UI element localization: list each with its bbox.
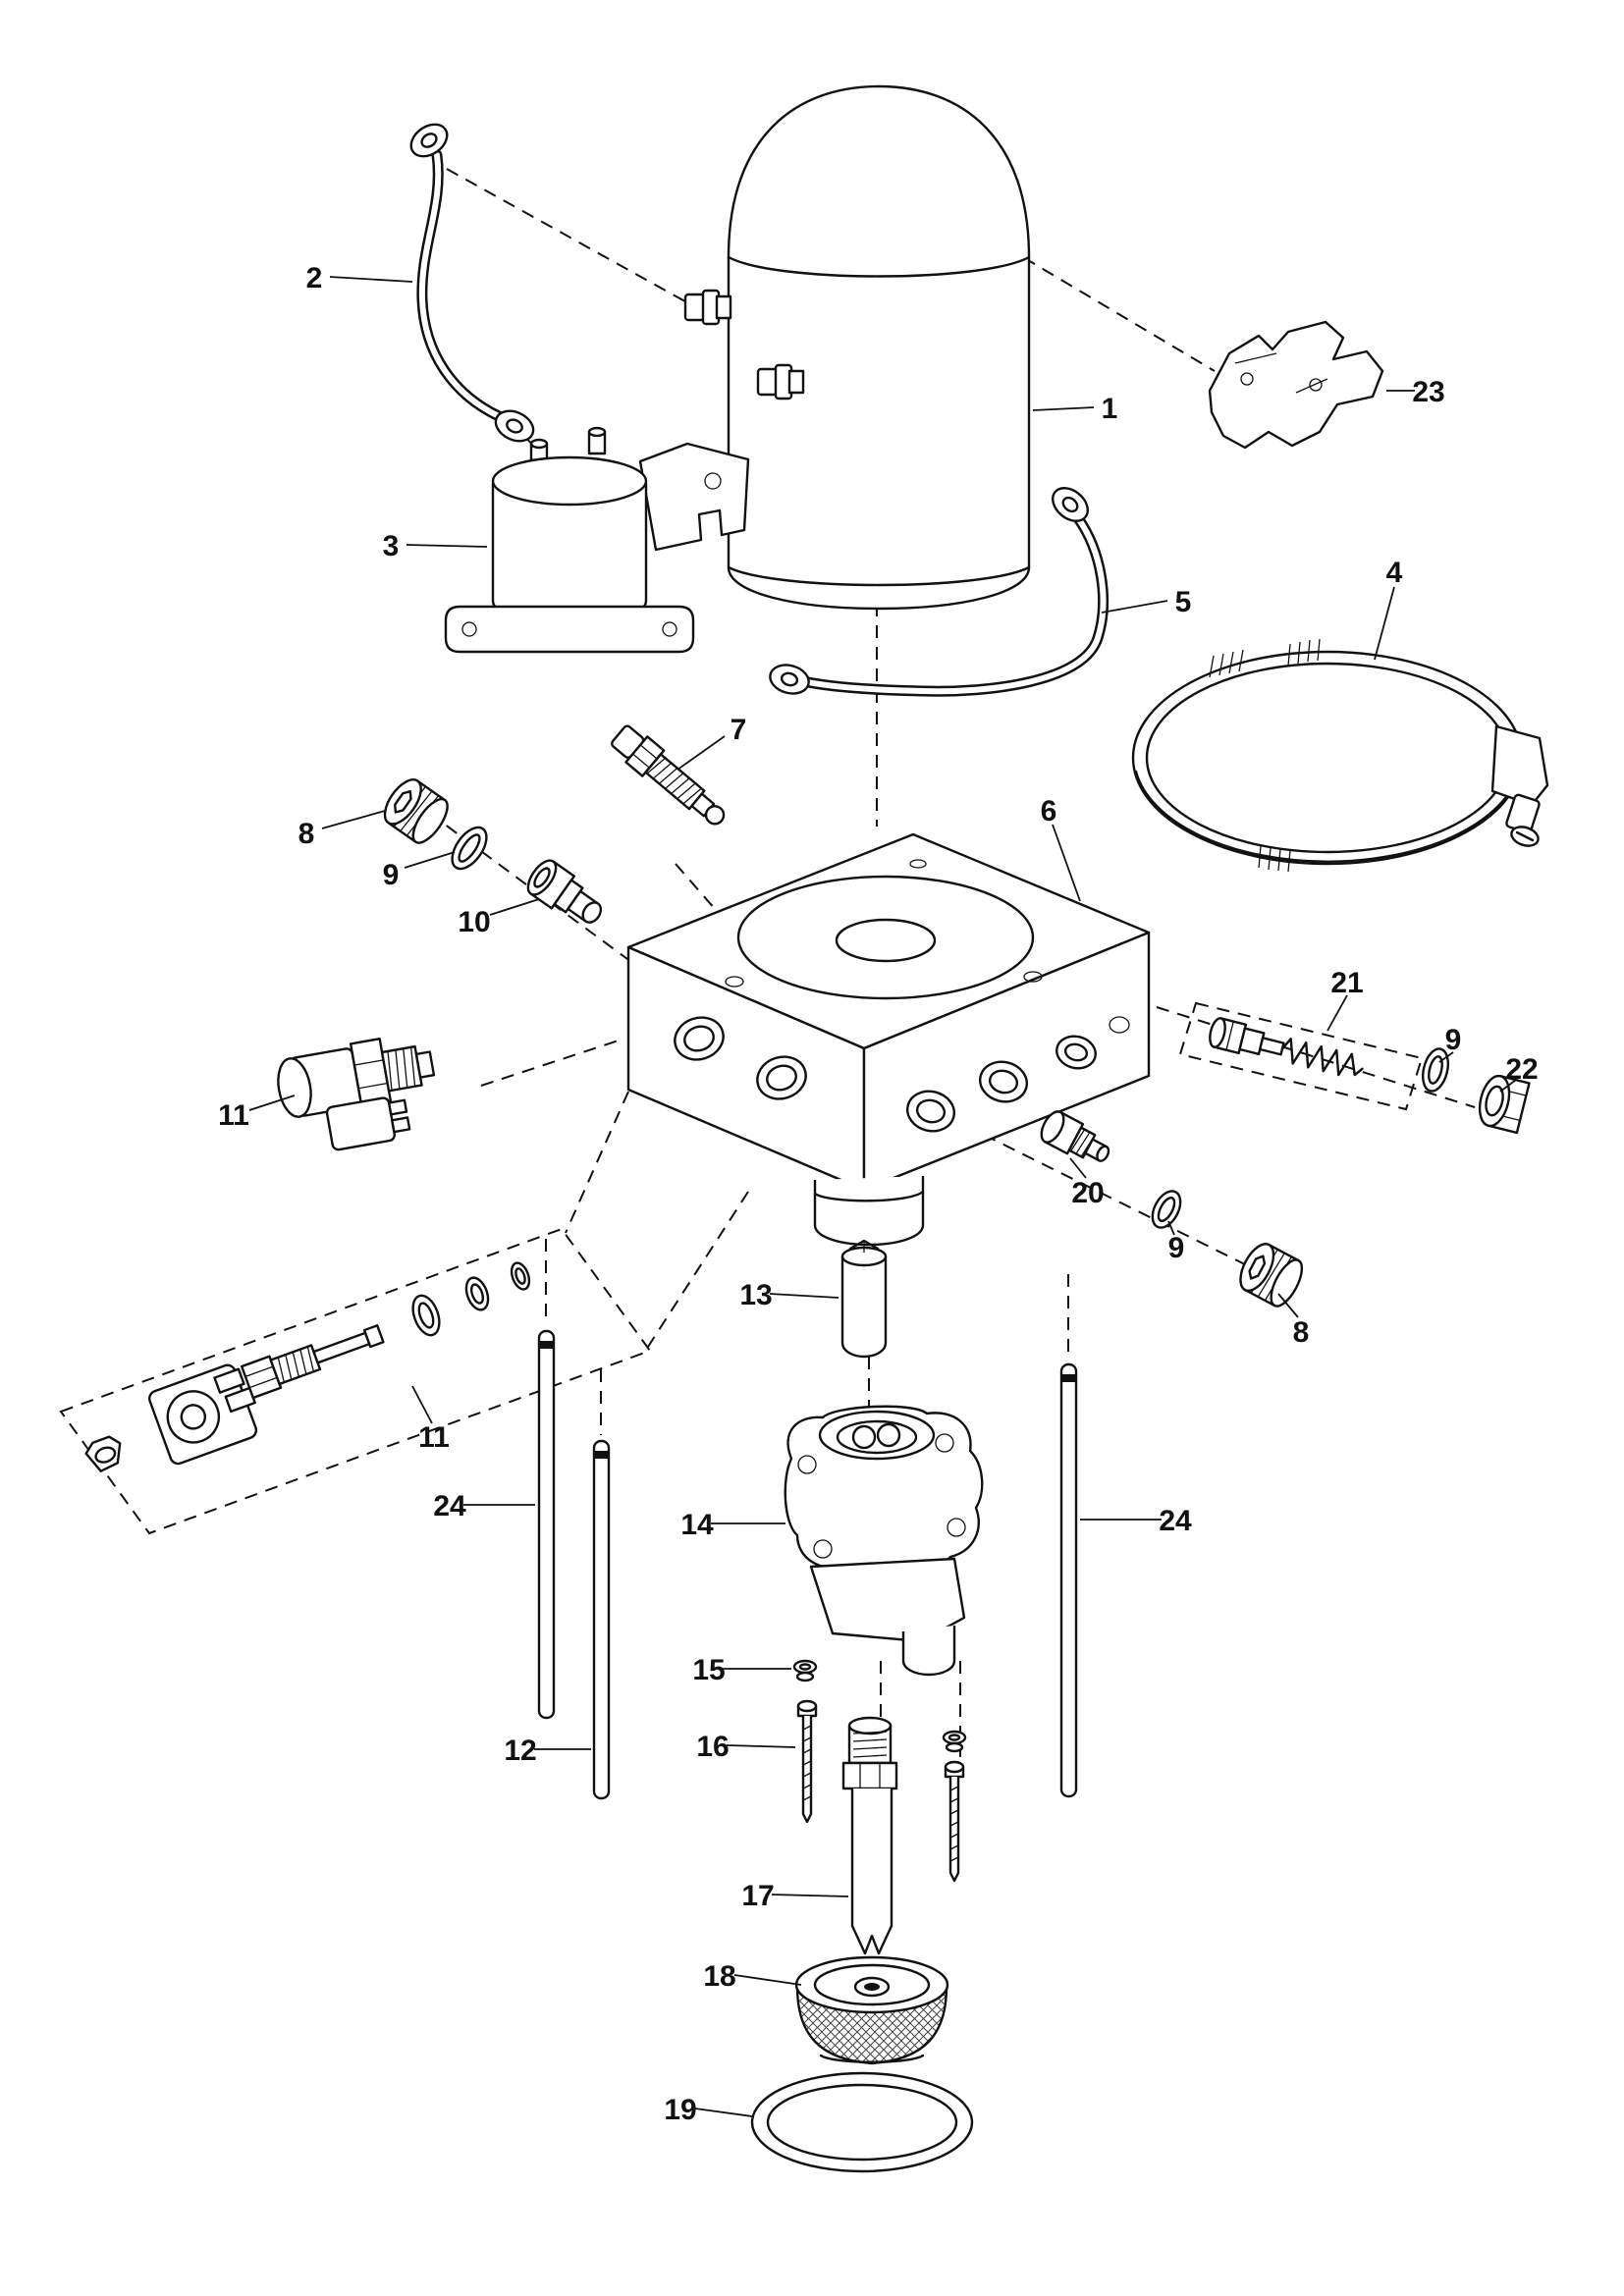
part-11-valve-assembly (59, 1227, 652, 1535)
callout-23: 23 (1412, 376, 1444, 408)
callout-15: 15 (692, 1654, 725, 1686)
part-20-fitting (1040, 1110, 1110, 1162)
callout-4: 4 (1386, 557, 1403, 589)
part-6-manifold (626, 832, 1151, 1247)
part-22-hex-plug (1478, 1074, 1531, 1135)
part-7-valve-fitting (611, 724, 726, 826)
part-16-screw (796, 1699, 818, 1824)
callout-9c: 9 (1168, 1232, 1185, 1264)
part-12-tube (592, 1439, 611, 1800)
part-24-tube-right (1059, 1362, 1078, 1798)
part-21-relief-valve (1178, 1001, 1424, 1111)
callout-17: 17 (741, 1880, 774, 1912)
part-18-filter (794, 1955, 949, 2065)
part-24-tube-left (537, 1329, 556, 1720)
callout-5: 5 (1175, 586, 1192, 618)
callout-3: 3 (383, 530, 400, 562)
part-11-solenoid-valve (277, 1037, 436, 1151)
assembly-coil (148, 1363, 258, 1466)
callout-16: 16 (696, 1731, 729, 1763)
part-16-screw-b (944, 1760, 965, 1883)
callout-10: 10 (458, 906, 490, 938)
callout-12: 12 (504, 1735, 536, 1767)
part-19-oring-large (750, 2071, 974, 2173)
callout-labels: 1 2 3 4 5 6 7 8 9 10 11 21 9 22 20 9 8 1… (218, 262, 1539, 2126)
callout-11b: 11 (418, 1421, 450, 1454)
motor-fitting-upper (683, 289, 732, 326)
part-2-battery-cable (409, 123, 535, 443)
callout-24b: 24 (1159, 1505, 1192, 1537)
callout-8b: 8 (1293, 1316, 1310, 1349)
callout-24a: 24 (433, 1490, 466, 1522)
part-23-bracket (1208, 320, 1384, 450)
part-13-coupler (840, 1239, 888, 1359)
callout-13: 13 (739, 1279, 772, 1311)
solenoid-bracket (638, 442, 750, 552)
assembly-nut (84, 1435, 122, 1472)
callout-22: 22 (1505, 1053, 1538, 1086)
callout-14: 14 (680, 1509, 714, 1541)
callout-6: 6 (1041, 795, 1057, 828)
callout-19: 19 (664, 2094, 696, 2126)
part-9-oring-c (1151, 1190, 1182, 1229)
part-4-hose-clamp (1131, 638, 1549, 873)
part-8-plug-lower (1239, 1243, 1304, 1308)
callout-9a: 9 (383, 859, 400, 891)
part-15-washer (792, 1659, 818, 1682)
callout-7: 7 (731, 714, 747, 746)
callout-21: 21 (1330, 967, 1363, 999)
callout-2: 2 (306, 262, 323, 294)
leader-lines (248, 276, 1517, 2117)
part-17-pickup-tube (841, 1716, 898, 1955)
assembly-valve-stem (240, 1324, 385, 1400)
callout-8a: 8 (298, 818, 315, 850)
part-8-plug-upper (383, 778, 449, 844)
part-5-motor-lead (769, 487, 1109, 697)
motor-fitting-lower (756, 363, 805, 400)
part-3-solenoid (444, 426, 750, 654)
callout-20: 20 (1071, 1177, 1104, 1209)
part-10-fitting (526, 859, 603, 924)
part-14-gear-pump (784, 1405, 984, 1677)
callout-9b: 9 (1445, 1024, 1462, 1056)
part-15-washer-b (942, 1730, 967, 1753)
callout-1: 1 (1102, 393, 1118, 425)
part-1-motor-canister (683, 84, 1031, 611)
callout-11a: 11 (218, 1099, 249, 1132)
part-9-oring-a (451, 826, 488, 871)
callout-18: 18 (703, 1960, 735, 1993)
clamp-screw-housing (1490, 724, 1549, 807)
